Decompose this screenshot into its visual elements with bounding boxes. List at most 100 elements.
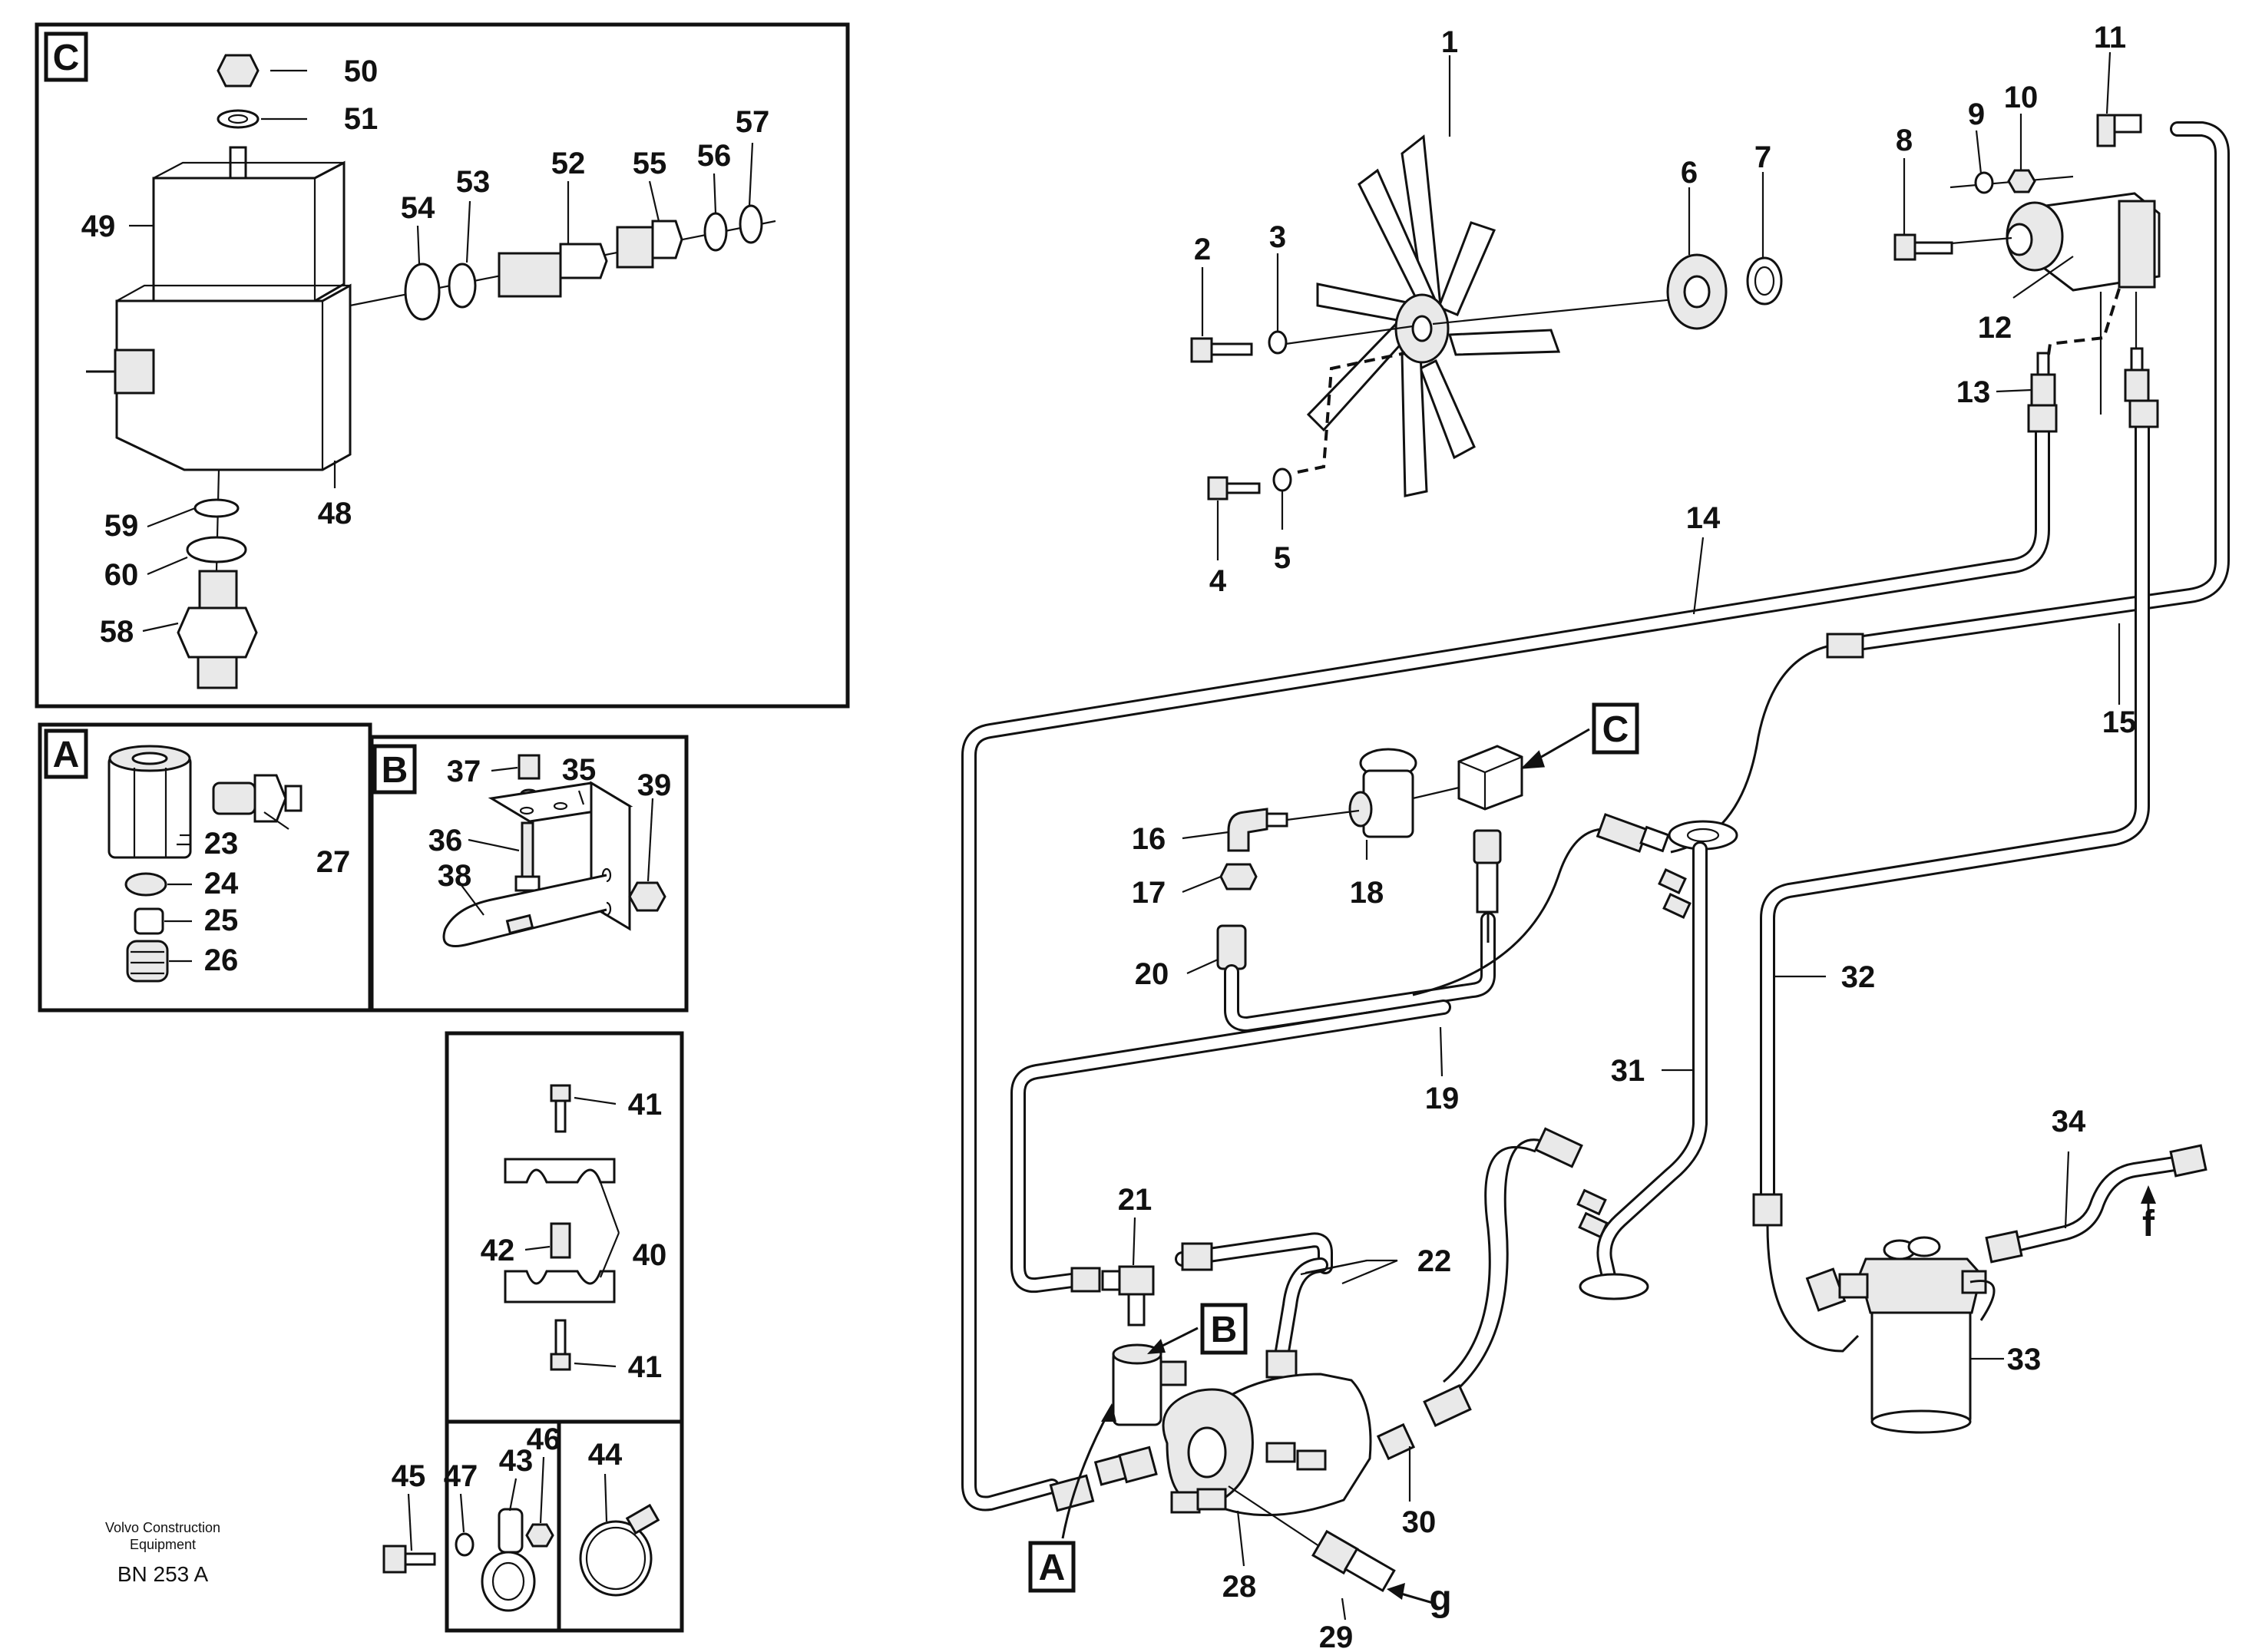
label-part-59: 59	[104, 509, 139, 543]
label-part-43: 43	[499, 1444, 534, 1478]
label-part-38: 38	[438, 859, 472, 893]
tag-a-callout-label: A	[1039, 1548, 1066, 1588]
tag-c-callout: C	[1592, 702, 1639, 755]
label-part-28: 28	[1222, 1570, 1257, 1604]
p-clamp-43	[481, 1508, 536, 1612]
bolt-4	[1207, 476, 1261, 501]
detail-tag-b-box: B	[372, 744, 417, 795]
label-part-54: 54	[401, 191, 435, 225]
label-part-19: 19	[1425, 1082, 1460, 1115]
u-bolt-38	[442, 874, 607, 947]
clamp-half-lower-40	[504, 1270, 616, 1303]
credit-line-2: Equipment	[130, 1537, 196, 1552]
bolt-2	[1190, 337, 1253, 363]
hose-fitting-13-left	[2027, 404, 2058, 433]
plug-26	[126, 940, 169, 983]
adapter-13-left	[2030, 352, 2056, 407]
label-part-52: 52	[551, 147, 586, 180]
label-part-41-bottom: 41	[628, 1350, 663, 1384]
o-ring-56	[703, 212, 728, 252]
hose-fitting-22-b	[1265, 1350, 1298, 1379]
label-part-47: 47	[444, 1459, 478, 1493]
washer-51	[217, 109, 260, 129]
part-number-labels: 1 2 3 4 5 6 7 8 9 10 11 12 13 14 15 16 1…	[81, 21, 2155, 1652]
detail-tag-c-label: C	[53, 38, 80, 78]
screw-8	[1893, 233, 1953, 261]
label-part-31: 31	[1611, 1054, 1645, 1088]
fitting-c-outlet	[1473, 829, 1502, 864]
label-part-57: 57	[736, 105, 770, 139]
nut-50	[217, 54, 260, 88]
label-part-48: 48	[318, 497, 352, 530]
tag-a-callout: A	[1028, 1541, 1076, 1593]
label-part-37: 37	[447, 755, 481, 788]
label-part-40: 40	[633, 1238, 667, 1272]
nut-39	[628, 881, 666, 912]
adapter-13-right	[2124, 347, 2150, 402]
nut-10	[2007, 169, 2036, 193]
detail-frame-c	[35, 22, 850, 709]
hose-fitting-21-left	[1070, 1267, 1101, 1293]
label-part-46: 46	[527, 1422, 561, 1456]
hose-fitting-30-top	[1534, 1127, 1583, 1168]
detail-c-solenoid-valve	[86, 54, 776, 689]
label-part-50: 50	[344, 55, 379, 88]
label-part-58: 58	[100, 615, 134, 649]
hose-fitting-13-right	[2128, 399, 2159, 428]
filter-33	[1858, 1236, 1983, 1434]
washer-9	[1974, 171, 1994, 194]
tee-21	[1101, 1265, 1155, 1327]
filter-24	[124, 872, 167, 897]
label-part-53: 53	[456, 165, 491, 199]
label-part-56: 56	[697, 139, 732, 173]
detail-tag-a-box: A	[44, 729, 88, 779]
label-part-6: 6	[1681, 156, 1698, 190]
label-part-36: 36	[428, 824, 463, 857]
valve-side-fitting	[114, 349, 155, 395]
adapter-52	[498, 243, 608, 298]
valve-housing-18	[1348, 748, 1417, 838]
label-part-9: 9	[1968, 97, 1985, 131]
label-part-33: 33	[2007, 1343, 2042, 1376]
elbow-11	[2096, 114, 2142, 147]
hose-fitting-22-a	[1181, 1242, 1213, 1271]
ring-60	[186, 536, 247, 563]
hydraulic-motor-12	[2006, 192, 2161, 292]
label-part-20: 20	[1135, 957, 1169, 991]
flow-marker-g: g	[1429, 1578, 1451, 1619]
hex-nut-23	[107, 745, 192, 859]
clamp-half-upper-40	[504, 1158, 616, 1184]
credit-code: BN 253 A	[117, 1562, 209, 1586]
label-part-24: 24	[204, 867, 239, 900]
flange-31-bottom	[1579, 1273, 1649, 1300]
ring-7	[1746, 256, 1783, 306]
flange-31	[1668, 820, 1738, 851]
spacer-42	[550, 1222, 571, 1259]
hub-6	[1666, 253, 1728, 330]
label-part-12: 12	[1978, 311, 2012, 345]
label-part-3: 3	[1269, 220, 1286, 254]
hose-fitting-15	[1826, 633, 1864, 659]
label-part-29: 29	[1319, 1621, 1354, 1652]
detail-clamps	[382, 1084, 660, 1612]
spacer-37	[518, 754, 541, 780]
label-part-22: 22	[1417, 1244, 1452, 1278]
label-part-42: 42	[481, 1234, 515, 1267]
o-ring-57	[739, 204, 763, 244]
label-part-30: 30	[1402, 1505, 1437, 1539]
fan-1	[1306, 134, 1561, 497]
label-part-55: 55	[633, 147, 667, 180]
connector-31-top	[1596, 813, 1670, 853]
tag-b-callout-label: B	[1211, 1310, 1238, 1350]
label-part-32: 32	[1841, 960, 1876, 994]
credit-block: Volvo Construction Equipment BN 253 A	[105, 1520, 220, 1586]
bolt-41-top	[550, 1084, 571, 1102]
label-part-10: 10	[2004, 81, 2039, 114]
label-part-5: 5	[1274, 541, 1291, 575]
label-part-7: 7	[1754, 140, 1771, 174]
tag-c-callout-label: C	[1602, 709, 1629, 750]
hose-30	[1443, 1145, 1536, 1383]
label-part-51: 51	[344, 102, 379, 136]
label-part-39: 39	[637, 768, 672, 802]
